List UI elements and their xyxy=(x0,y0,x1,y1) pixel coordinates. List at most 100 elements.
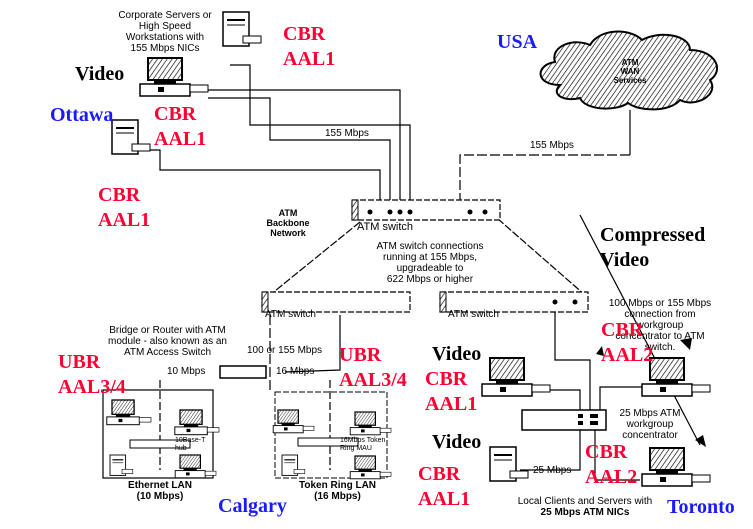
caption-line: Bridge or Router with ATM xyxy=(109,325,226,336)
class-line: AAL1 xyxy=(283,48,336,70)
traffic-class-aal2-low: CBR AAL2 xyxy=(585,440,637,490)
class-line: CBR xyxy=(418,463,461,485)
mau-label-line: 16Mbps Token xyxy=(340,437,386,444)
class-line: AAL1 xyxy=(98,209,151,231)
caption-line: 155 Mbps NICs xyxy=(130,43,200,54)
ethernet-lan-label: Ethernet LAN (10 Mbps) xyxy=(110,480,210,502)
token-ring-lan-label: Token Ring LAN (16 Mbps) xyxy=(285,480,390,502)
access-switch-router xyxy=(219,365,267,379)
right-switch-label: ATM switch xyxy=(448,309,499,320)
class-line: AAL2 xyxy=(585,466,638,488)
class-line: AAL1 xyxy=(418,488,471,510)
class-line: CBR xyxy=(98,184,141,206)
local-clients-caption: Local Clients and Servers with 25 Mbps A… xyxy=(505,496,665,518)
token-pc-3 xyxy=(349,455,392,480)
location-usa: USA xyxy=(497,31,538,53)
caption-line: Local Clients and Servers with xyxy=(517,496,653,507)
ethernet-hub xyxy=(129,439,191,449)
lan-label-line: Ethernet LAN xyxy=(128,480,192,491)
traffic-class-mid: CBR AAL1 xyxy=(425,367,477,417)
token-ring-mau xyxy=(297,437,359,447)
atm-wan-cloud xyxy=(539,30,719,111)
video-label-top: Video xyxy=(75,63,125,85)
token-ring-mau-label: 16Mbps Token Ring MAU xyxy=(340,437,385,453)
cloud-label-line: ATM xyxy=(621,58,639,67)
caption-line: 25 Mbps ATM xyxy=(619,408,681,419)
corporate-server xyxy=(222,11,262,47)
cloud-label-line: WAN xyxy=(620,67,640,76)
class-line: CBR xyxy=(585,441,628,463)
location-toronto: Toronto xyxy=(667,496,735,518)
class-line: CBR xyxy=(425,368,468,390)
location-ottawa: Ottawa xyxy=(50,104,114,126)
caption-line: 622 Mbps or higher xyxy=(386,274,474,285)
caption-line: 100 Mbps or 155 Mbps xyxy=(608,298,712,309)
ethernet-lan-box xyxy=(102,389,214,479)
traffic-class-ubr-left: UBR AAL3/4 xyxy=(58,350,126,400)
link-access-uplink: 100 or 155 Mbps xyxy=(247,345,323,356)
backbone-switch-label: ATM switch xyxy=(357,221,414,233)
label-line: Compressed xyxy=(600,224,706,246)
traffic-class-ubr-right: UBR AAL3/4 xyxy=(339,343,407,393)
caption-line: switch. xyxy=(644,342,676,353)
mau-label-line: Ring MAU xyxy=(340,445,372,452)
caption-line: workgroup xyxy=(626,419,674,430)
backbone-label: ATM Backbone Network xyxy=(258,208,318,238)
caption-line: ATM switch connections xyxy=(376,241,484,252)
local-server xyxy=(489,446,529,482)
class-line: AAL1 xyxy=(425,393,478,415)
traffic-class-ottawa: CBR AAL1 xyxy=(154,102,206,152)
link-token-ring: 16 Mbps xyxy=(276,366,315,377)
bridge-caption: Bridge or Router with ATM module - also … xyxy=(90,325,245,358)
concentrator-caption: 25 Mbps ATM workgroup concentrator xyxy=(610,408,690,441)
concentrator-uplink-caption: 100 Mbps or 155 Mbps connection from wor… xyxy=(600,298,720,353)
workgroup-concentrator xyxy=(521,409,607,431)
ethernet-pc-2 xyxy=(174,409,220,436)
compressed-video-pc-low xyxy=(641,447,711,487)
traffic-class-low: CBR AAL1 xyxy=(418,462,470,512)
link-wan-uplink: 155 Mbps xyxy=(530,140,574,151)
backbone-caption: ATM switch connections running at 155 Mb… xyxy=(360,241,500,285)
caption-line: concentrator to ATM xyxy=(615,331,705,342)
lan-label-line: (16 Mbps) xyxy=(314,491,361,502)
traffic-class-aal2-top: CBR AAL2 xyxy=(601,318,653,368)
hub-label-line: hub xyxy=(175,445,187,452)
servers-caption: Corporate Servers or High Speed Workstat… xyxy=(105,10,225,54)
ethernet-pc-3 xyxy=(174,454,217,479)
class-line: UBR xyxy=(339,344,382,366)
caption-line: upgradeable to xyxy=(396,263,464,274)
caption-line: running at 155 Mbps, xyxy=(383,252,477,263)
class-line: AAL3/4 xyxy=(339,369,407,391)
backbone-switch-graphic xyxy=(351,199,501,221)
caption-line: concentrator xyxy=(622,430,678,441)
video-label-low: Video xyxy=(432,431,482,453)
class-line: AAL1 xyxy=(154,128,207,150)
class-line: AAL3/4 xyxy=(58,376,126,398)
caption-line: workgroup xyxy=(636,320,684,331)
video-workstation-top xyxy=(139,57,209,97)
link-ethernet: 10 Mbps xyxy=(167,366,206,377)
caption-line: module - also known as an xyxy=(108,336,227,347)
hub-label-line: 10Base-T xyxy=(175,437,206,444)
ethernet-server xyxy=(109,454,134,476)
left-switch-label: ATM switch xyxy=(265,309,316,320)
class-line: CBR xyxy=(283,23,326,45)
caption-line: ATM Access Switch xyxy=(123,347,212,358)
cloud-label: ATM WAN Services xyxy=(605,58,655,85)
lan-label-line: Token Ring LAN xyxy=(298,480,377,491)
video-label-mid: Video xyxy=(432,343,482,365)
ethernet-pc-1 xyxy=(106,399,152,426)
lan-label-line: (10 Mbps) xyxy=(136,491,184,502)
compressed-video-label: Compressed Video xyxy=(600,223,705,273)
caption-line: Workstations with xyxy=(125,32,205,43)
backbone-label-line: ATM xyxy=(278,208,298,218)
caption-line: 25 Mbps ATM NICs xyxy=(540,507,630,518)
token-server xyxy=(281,454,306,476)
traffic-class-left: CBR AAL1 xyxy=(98,183,150,233)
backbone-label-line: Backbone xyxy=(266,218,310,228)
caption-line: Corporate Servers or xyxy=(118,10,212,21)
class-line: CBR xyxy=(154,103,197,125)
caption-line: High Speed xyxy=(138,21,192,32)
